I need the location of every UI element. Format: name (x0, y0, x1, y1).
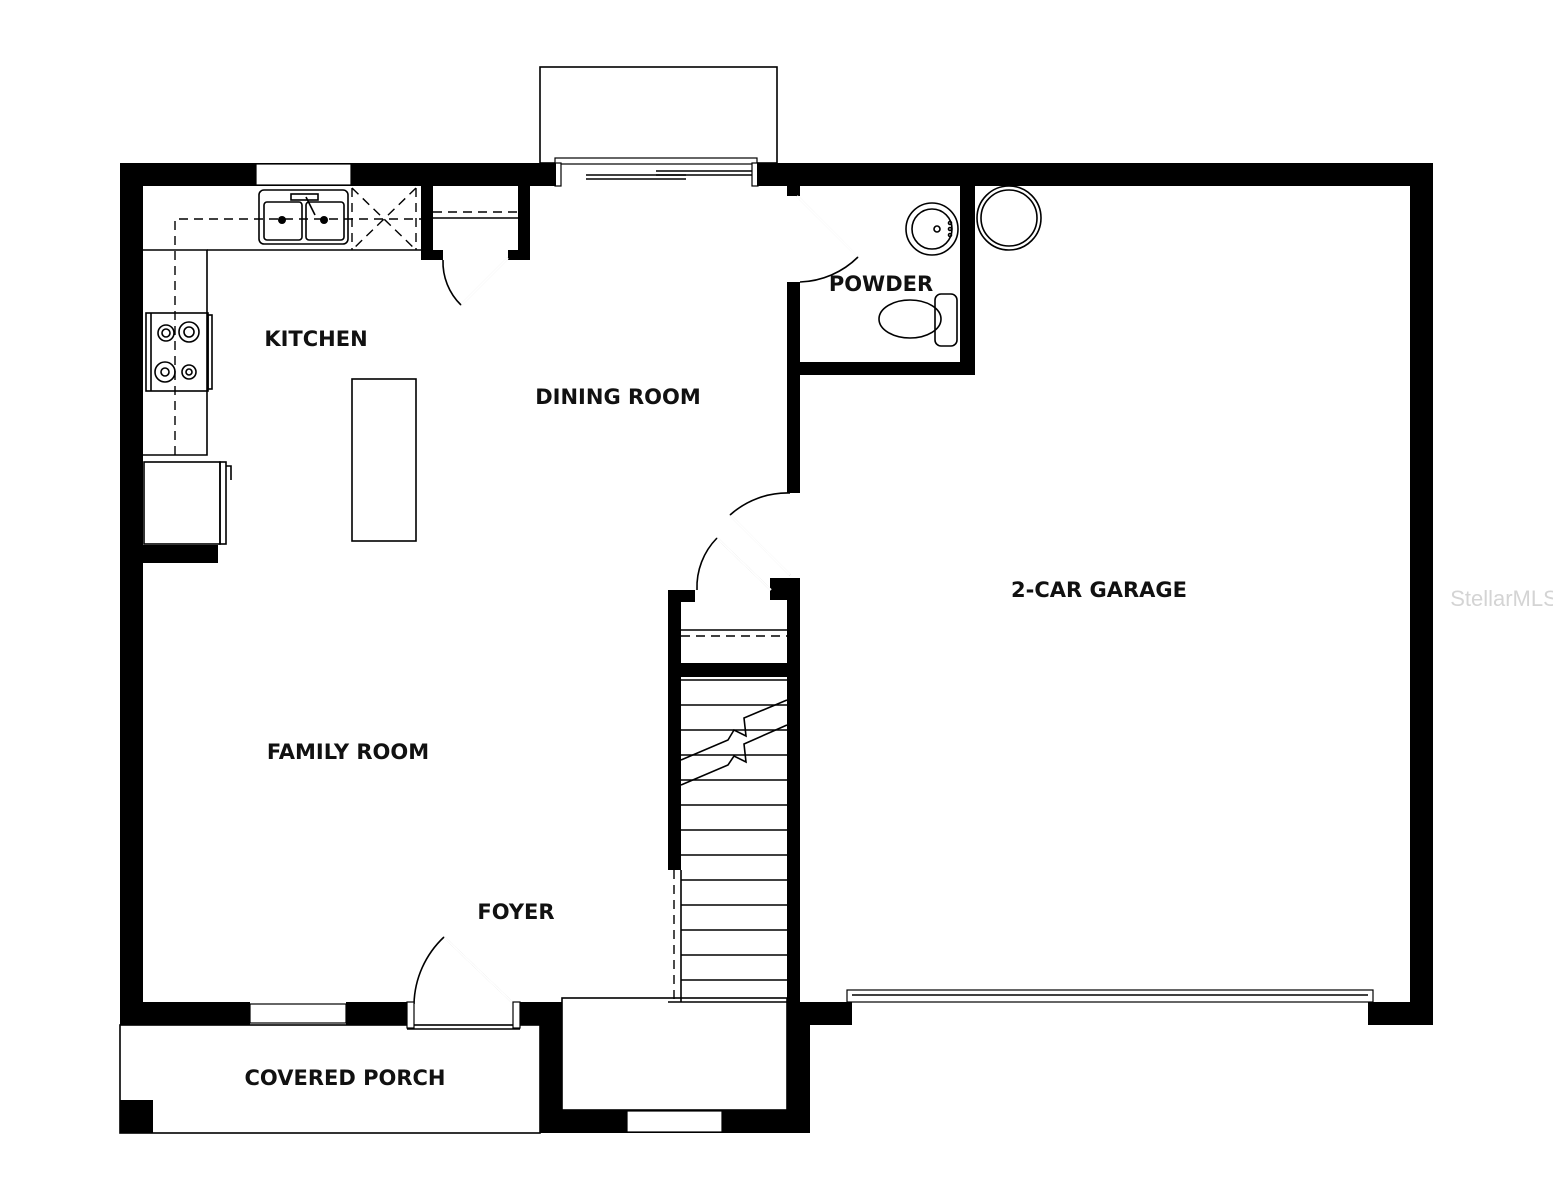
refrigerator-icon (143, 461, 232, 545)
foyer-bump (561, 997, 788, 1111)
sink-icon (258, 189, 349, 245)
powder-door (796, 195, 859, 283)
garage-entry-door (729, 492, 791, 576)
watermark: StellarMLS (1450, 586, 1553, 611)
garage-door (846, 989, 1374, 1003)
porch-outline (119, 1024, 541, 1134)
kitchen-counters (143, 187, 421, 456)
staircase (668, 679, 788, 1003)
toilet-icon (878, 293, 958, 347)
window (626, 1110, 723, 1133)
rear-bay (539, 66, 778, 164)
room-label-powder: POWDER (829, 272, 933, 296)
water-heater-icon (976, 185, 1042, 251)
walls (120, 163, 1433, 1133)
room-label-dining-room: DINING ROOM (535, 385, 701, 409)
stair-break-icon (680, 699, 788, 786)
room-label-family-room: FAMILY ROOM (267, 740, 429, 764)
room-label-covered-porch: COVERED PORCH (245, 1066, 446, 1090)
window (255, 163, 352, 186)
room-label-kitchen: KITCHEN (264, 327, 367, 351)
window (249, 1003, 347, 1024)
kitchen-island (351, 378, 417, 542)
sliding-door (554, 157, 759, 187)
range-stove-icon (145, 312, 213, 392)
pantry-door (442, 257, 509, 306)
front-door (406, 936, 521, 1030)
room-label-foyer: FOYER (477, 900, 554, 924)
sink-icon (905, 202, 959, 256)
closet-door (696, 537, 772, 591)
room-label-garage: 2-CAR GARAGE (1011, 578, 1187, 602)
